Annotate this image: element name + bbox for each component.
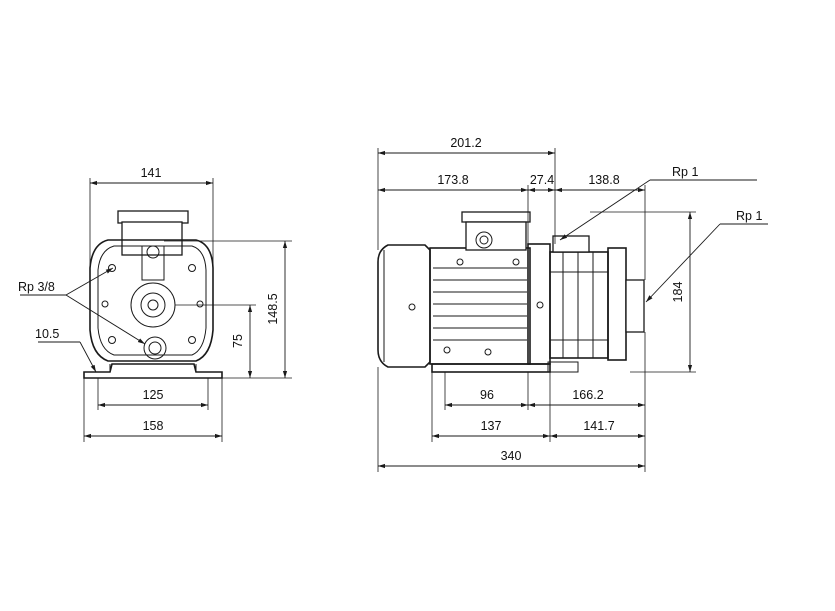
dim-137: 137 [481, 419, 502, 433]
side-motor-body [429, 247, 531, 365]
dim-158: 158 [143, 419, 164, 433]
label-rp-3-8: Rp 3/8 [18, 280, 55, 294]
dim-96: 96 [480, 388, 494, 402]
front-bolts [101, 264, 204, 344]
dim-141-7: 141.7 [583, 419, 614, 433]
front-foot-lines [109, 364, 197, 372]
dim-166-2: 166.2 [572, 388, 603, 402]
dim-173-8: 173.8 [437, 173, 468, 187]
front-priming-plug [146, 245, 160, 259]
front-terminal-box [121, 221, 183, 256]
front-pump-head-outline [89, 239, 214, 362]
side-front-foot [547, 361, 579, 373]
dim-27-4: 27.4 [530, 173, 554, 187]
side-pump-body [549, 251, 609, 359]
front-shaft-center [147, 299, 159, 311]
side-fan-cover [377, 244, 431, 368]
side-discharge-port [552, 235, 590, 253]
side-end-cover [607, 247, 627, 361]
side-cable-gland [475, 231, 493, 249]
front-drain-plug [143, 336, 167, 360]
dim-340: 340 [501, 449, 522, 463]
front-shaft [140, 292, 166, 318]
front-pump-head-inner [97, 245, 207, 356]
dim-10-5: 10.5 [35, 327, 59, 341]
front-drain-plug-inner [148, 341, 162, 355]
side-base [431, 363, 551, 373]
label-rp-1-right: Rp 1 [736, 209, 762, 223]
side-bolts [408, 258, 520, 356]
label-rp-1-upper: Rp 1 [672, 165, 698, 179]
front-dimensions: 141 148.5 75 125 158 10.5 Rp 3/8 [18, 166, 292, 442]
dim-75: 75 [231, 334, 245, 348]
dim-184: 184 [671, 282, 685, 303]
side-terminal-lid [461, 211, 531, 223]
side-terminal-box [465, 221, 527, 251]
dim-148-5: 148.5 [266, 293, 280, 324]
front-terminal-box-lid [117, 210, 189, 224]
dim-125: 125 [143, 388, 164, 402]
front-shaft-boss [130, 282, 176, 328]
side-dimensions: 201.2 173.8 27.4 138.8 184 Rp 1 Rp 1 96 [377, 136, 768, 472]
dim-201-2: 201.2 [450, 136, 481, 150]
side-cooling-fins [433, 267, 527, 341]
front-view [83, 210, 223, 379]
dim-138-8: 138.8 [588, 173, 619, 187]
side-pump-stages [550, 252, 608, 358]
front-base-foot [83, 363, 223, 379]
dim-141: 141 [141, 166, 162, 180]
side-inlet-port [625, 279, 645, 333]
side-motor-flange [527, 243, 551, 365]
side-view [377, 211, 645, 373]
